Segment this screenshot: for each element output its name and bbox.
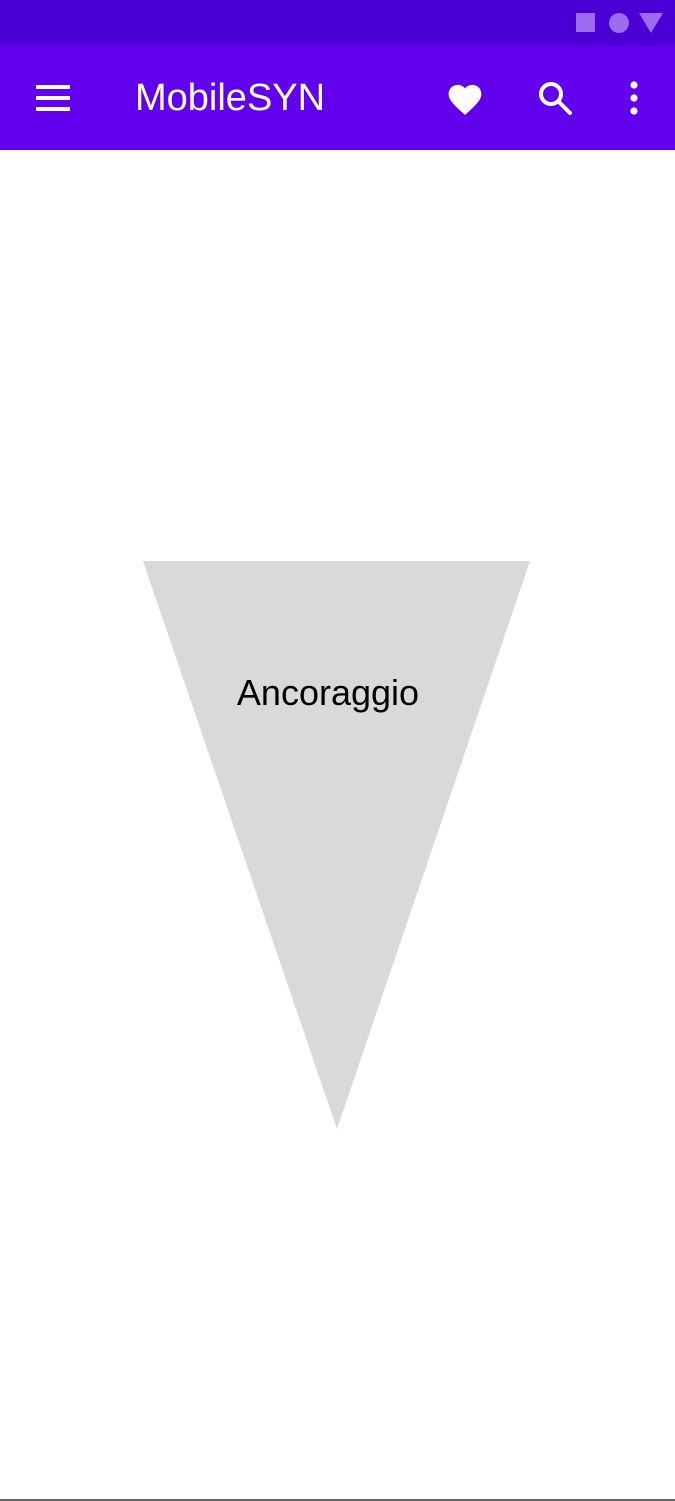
- triangle-icon: [639, 13, 663, 33]
- favorite-button[interactable]: [440, 75, 490, 121]
- heart-icon: [448, 84, 482, 115]
- circle-icon: [609, 13, 629, 33]
- more-vert-icon: [630, 81, 638, 115]
- menu-button[interactable]: [26, 75, 80, 121]
- search-button[interactable]: [530, 75, 580, 121]
- bottom-divider: [0, 1499, 675, 1501]
- status-bar: [0, 0, 675, 45]
- square-icon: [576, 13, 595, 32]
- app-title: MobileSYN: [135, 77, 326, 119]
- anchor-triangle-shape[interactable]: [0, 150, 675, 1499]
- triangle-polygon: [143, 561, 530, 1129]
- main-content: Ancoraggio: [0, 150, 675, 1499]
- triangle-label: Ancoraggio: [236, 672, 420, 713]
- menu-icon: [36, 85, 70, 111]
- search-icon: [539, 82, 572, 115]
- more-options-button[interactable]: [614, 75, 654, 121]
- app-bar: MobileSYN: [0, 45, 675, 150]
